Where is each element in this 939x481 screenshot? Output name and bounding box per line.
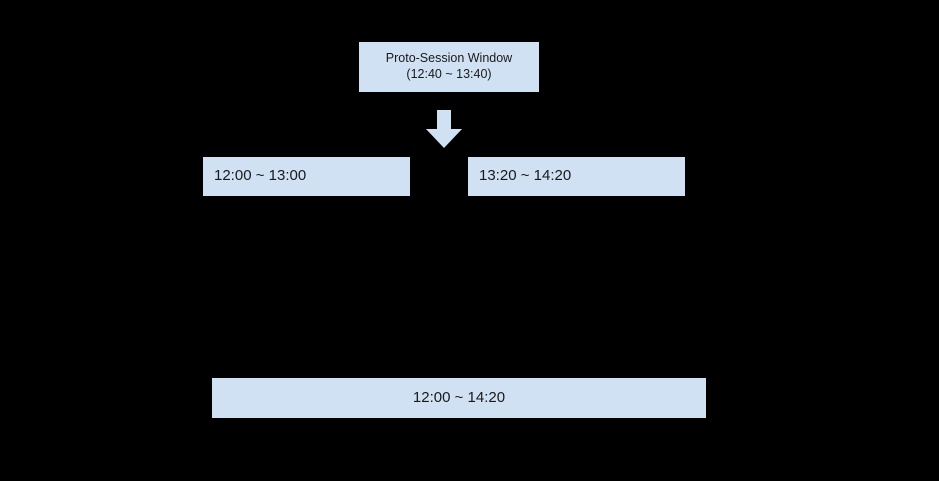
arrow-down-icon: [425, 110, 463, 148]
proto-session-window-node[interactable]: Proto-Session Window (12:40 ~ 13:40): [359, 42, 539, 92]
merged-session-label: 12:00 ~ 14:20: [412, 388, 506, 406]
candidate-session-node-1[interactable]: 12:00 ~ 13:00: [203, 157, 410, 196]
candidate-session-node-2[interactable]: 13:20 ~ 14:20: [468, 157, 685, 196]
candidate-session-label-1: 12:00 ~ 13:00: [214, 167, 307, 185]
proto-session-range: (12:40 ~ 13:40): [406, 67, 492, 81]
proto-session-title: Proto-Session Window: [385, 51, 513, 66]
merged-session-node[interactable]: 12:00 ~ 14:20: [212, 378, 706, 418]
candidate-session-label-2: 13:20 ~ 14:20: [479, 167, 572, 185]
